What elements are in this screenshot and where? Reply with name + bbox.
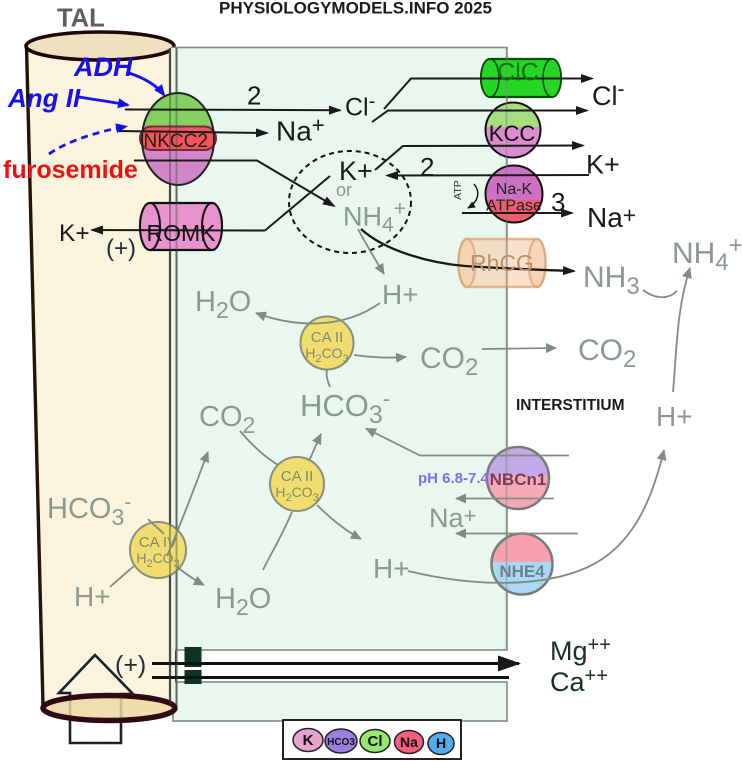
svg-text:K+: K+: [339, 156, 373, 186]
svg-text:ATP: ATP: [452, 180, 464, 200]
svg-text:H2CO3: H2CO3: [305, 345, 348, 365]
svg-text:HCO3-: HCO3-: [47, 491, 131, 530]
svg-text:H+: H+: [656, 401, 693, 432]
svg-text:K+: K+: [586, 150, 620, 180]
svg-text:2: 2: [247, 81, 261, 111]
svg-text:(+): (+): [115, 651, 146, 679]
svg-text:Na+: Na+: [276, 113, 325, 147]
svg-text:NKCC2: NKCC2: [144, 131, 208, 152]
svg-text:H+: H+: [74, 581, 111, 612]
svg-text:2: 2: [420, 152, 434, 182]
svg-text:NBCn1: NBCn1: [490, 470, 547, 489]
svg-text:CA II: CA II: [311, 329, 344, 346]
svg-text:ROMK: ROMK: [147, 220, 217, 246]
svg-text:NH4+: NH4+: [343, 198, 406, 237]
svg-text:HCO3: HCO3: [327, 737, 355, 748]
svg-text:K+: K+: [59, 220, 90, 247]
svg-text:H: H: [436, 735, 446, 751]
svg-text:ClC: ClC: [497, 59, 539, 87]
svg-text:H+: H+: [382, 279, 419, 310]
svg-text:INTERSTITIUM: INTERSTITIUM: [516, 397, 625, 414]
svg-text:ATPase: ATPase: [486, 198, 542, 215]
svg-text:Na+: Na+: [587, 202, 636, 233]
svg-text:H2O: H2O: [195, 286, 251, 323]
svg-text:RhCG: RhCG: [470, 250, 534, 276]
svg-text:Cl: Cl: [368, 733, 383, 750]
svg-text:PHYSIOLOGYMODELS.INFO 2025: PHYSIOLOGYMODELS.INFO 2025: [219, 0, 492, 18]
svg-text:ADH: ADH: [73, 52, 133, 82]
svg-text:Ang II: Ang II: [7, 83, 81, 113]
svg-text:(+): (+): [106, 235, 136, 262]
svg-text:H+: H+: [373, 553, 410, 584]
svg-text:TAL: TAL: [57, 5, 105, 33]
svg-text:furosemide: furosemide: [3, 156, 138, 184]
svg-text:CA II: CA II: [281, 468, 314, 485]
svg-text:KCC: KCC: [489, 121, 536, 146]
svg-text:or: or: [336, 180, 352, 200]
svg-text:Mg++: Mg++: [550, 634, 611, 666]
svg-text:Na-K: Na-K: [496, 181, 533, 198]
svg-text:Na: Na: [400, 734, 418, 750]
svg-text:NHE4: NHE4: [499, 562, 545, 581]
svg-text:CA IV: CA IV: [139, 534, 177, 551]
svg-text:3: 3: [551, 187, 565, 217]
svg-text:pH 6.8-7.4: pH 6.8-7.4: [418, 470, 490, 487]
svg-text:K: K: [303, 732, 314, 749]
svg-text:H2O: H2O: [215, 583, 271, 620]
